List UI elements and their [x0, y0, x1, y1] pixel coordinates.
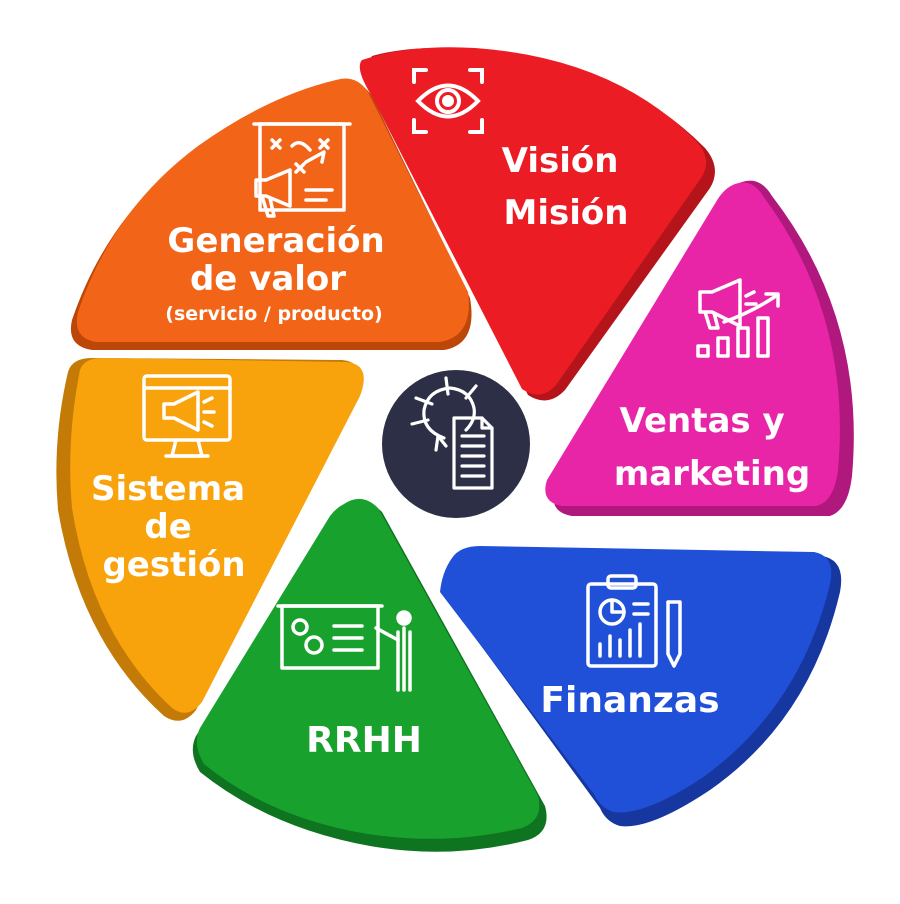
segment-ventas-face — [545, 182, 840, 506]
segment-ventas-label: Ventas y marketing — [614, 401, 810, 494]
segment-sistema-line-1: Sistema — [91, 469, 245, 509]
center-hub-disc — [382, 370, 530, 518]
segment-sistema-line-3: gestión — [102, 545, 245, 585]
segment-vision-face — [359, 47, 707, 395]
megaphone-growth-chart-icon — [696, 278, 780, 358]
segment-rrhh: RRHH — [192, 498, 547, 852]
segment-generacion-line-1: Generación — [167, 221, 384, 261]
segment-sistema: Sistema de gestión — [56, 358, 364, 721]
clipboard-report-icon — [586, 574, 682, 668]
presenter-board-icon — [276, 604, 412, 692]
lightbulb-document-icon — [410, 376, 494, 490]
segment-finanzas-line-1: Finanzas — [540, 680, 719, 721]
segment-generacion-line-2: de valor — [190, 259, 346, 299]
center-hub — [376, 364, 536, 524]
strategy-board-megaphone-icon — [252, 122, 352, 218]
segment-finanzas: Finanzas — [440, 546, 842, 827]
segment-vision-line-2: Misión — [504, 193, 629, 233]
eye-icon — [412, 68, 484, 134]
segment-sistema-line-2: de — [144, 507, 191, 547]
monitor-megaphone-icon — [142, 374, 232, 458]
segment-ventas: Ventas y marketing — [545, 180, 854, 516]
segment-vision-label: Visión Misión — [502, 141, 631, 233]
segment-rrhh-line-1: RRHH — [306, 720, 422, 761]
segment-sistema-label: Sistema de gestión — [91, 469, 257, 585]
segment-rrhh-label: RRHH — [306, 720, 422, 761]
segment-finanzas-label: Finanzas — [540, 680, 719, 721]
segment-vision-line-1: Visión — [502, 141, 619, 181]
segment-ventas-line-2: marketing — [614, 454, 810, 494]
segment-generacion-sublabel: (servicio / producto) — [165, 303, 382, 325]
segment-sistema-face — [70, 358, 364, 713]
segment-ventas-line-1: Ventas y — [620, 401, 785, 441]
segment-vision: Visión Misión — [359, 47, 715, 401]
segment-finanzas-face — [440, 546, 832, 813]
segment-generacion-label: Generación de valor — [167, 221, 396, 299]
segment-generacion: Generación de valor (servicio / producto… — [70, 78, 472, 350]
